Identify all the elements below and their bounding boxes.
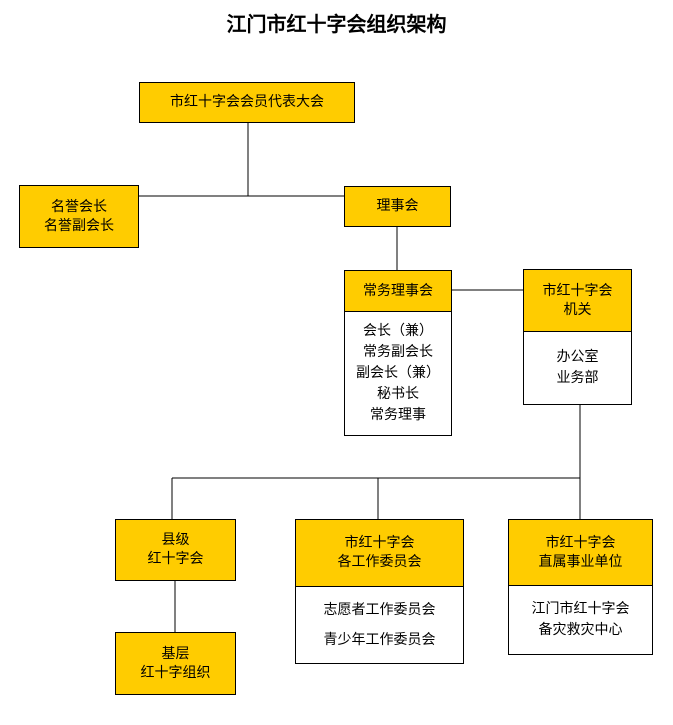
node-committees-label-2: 各工作委员会 [337, 554, 422, 570]
node-organ: 市红十字会 机关 办公室 业务部 [523, 269, 632, 405]
organ-department-1: 办公室 [556, 349, 599, 365]
standing-member-1: 会长（兼） [363, 323, 433, 339]
committee-2: 青少年工作委员会 [323, 632, 436, 648]
node-grassroots-label-1: 基层 [161, 645, 190, 662]
node-committees: 市红十字会 各工作委员会 志愿者工作委员会 青少年工作委员会 [295, 519, 464, 664]
node-organ-label-2: 机关 [563, 301, 592, 318]
node-congress-label: 市红十字会会员代表大会 [170, 94, 324, 110]
node-county-label-2: 红十字会 [147, 551, 204, 567]
node-honorary-label-2: 名誉副会长 [44, 217, 114, 234]
node-organ-label-1: 市红十字会 [542, 282, 613, 299]
standing-member-4: 秘书长 [377, 386, 419, 402]
diagram-title: 江门市红十字会组织架构 [226, 12, 447, 36]
node-direct-units-label-1: 市红十字会 [545, 534, 616, 551]
organ-department-2: 业务部 [556, 370, 599, 386]
node-grassroots-label-2: 红十字组织 [140, 664, 211, 681]
direct-unit-line-1: 江门市红十字会 [531, 601, 630, 617]
node-county-label-1: 县级 [161, 532, 190, 548]
node-standing-council-label: 常务理事会 [363, 282, 433, 299]
node-council-label: 理事会 [376, 198, 419, 214]
node-committees-label-1: 市红十字会 [344, 535, 415, 551]
node-honorary-label-1: 名誉会长 [51, 198, 107, 215]
direct-unit-line-2: 备灾救灾中心 [538, 622, 623, 638]
standing-member-3: 副会长（兼） [356, 365, 440, 381]
node-honorary: 名誉会长 名誉副会长 [19, 185, 139, 248]
committee-1: 志愿者工作委员会 [323, 602, 436, 618]
node-county: 县级 红十字会 [115, 519, 236, 581]
standing-member-2: 常务副会长 [363, 344, 433, 360]
standing-member-5: 常务理事 [370, 407, 426, 423]
node-standing-council: 常务理事会 会长（兼） 常务副会长 副会长（兼） 秘书长 常务理事 [344, 270, 452, 436]
node-council: 理事会 [344, 186, 451, 227]
node-grassroots: 基层 红十字组织 [115, 632, 236, 695]
node-direct-units: 市红十字会 直属事业单位 江门市红十字会 备灾救灾中心 [508, 519, 653, 655]
node-direct-units-label-2: 直属事业单位 [538, 553, 623, 570]
node-congress: 市红十字会会员代表大会 [139, 82, 355, 123]
